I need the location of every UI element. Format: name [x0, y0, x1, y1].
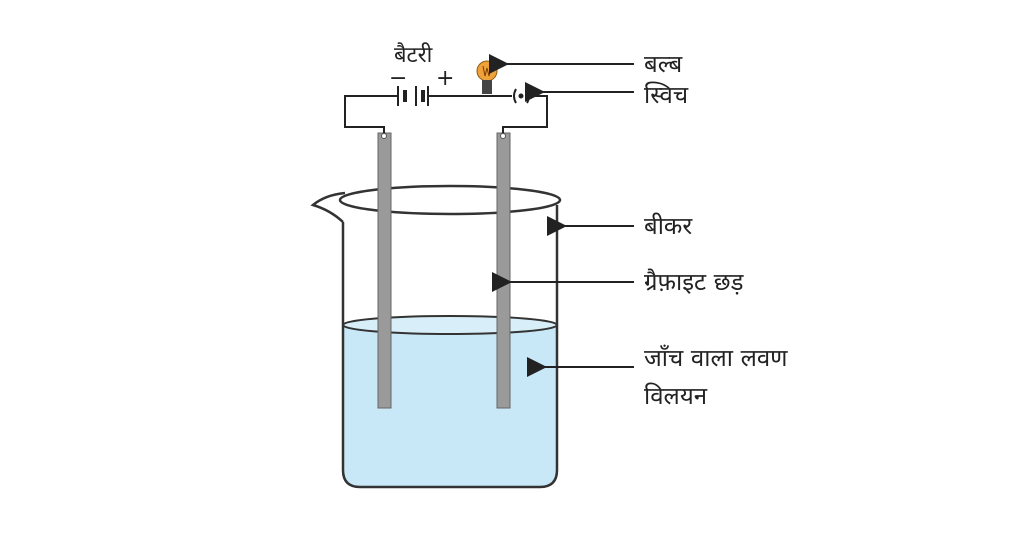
salt-solution: [343, 325, 557, 487]
bulb-label: बल्ब: [644, 50, 684, 78]
beaker-spout: [310, 191, 346, 223]
switch-label: स्विच: [644, 81, 689, 109]
battery-icon: [397, 86, 429, 106]
label-arrows: [489, 54, 634, 377]
solution-label-line1: जाँच वाला लवण: [644, 344, 788, 372]
switch-icon: [513, 88, 530, 104]
beaker-label: बीकर: [644, 212, 693, 240]
beaker-rim: [338, 184, 562, 216]
battery-plus-sign: +: [436, 66, 454, 91]
graphite-rod-label: ग्रैफ़ाइट छड़: [644, 268, 745, 296]
rod-terminal-left: [381, 133, 387, 139]
battery-minus-sign: −: [389, 66, 407, 91]
bulb-icon: [476, 60, 498, 94]
graphite-rod-right: [496, 132, 511, 409]
battery-label: बैटरी: [394, 42, 433, 68]
beaker-body: [341, 205, 559, 489]
graphite-rod-left: [377, 132, 392, 409]
rod-terminal-right: [500, 133, 506, 139]
solution-label-line2: विलयन: [644, 382, 708, 410]
circuit-wire: [344, 95, 548, 133]
solution-surface: [342, 315, 558, 335]
